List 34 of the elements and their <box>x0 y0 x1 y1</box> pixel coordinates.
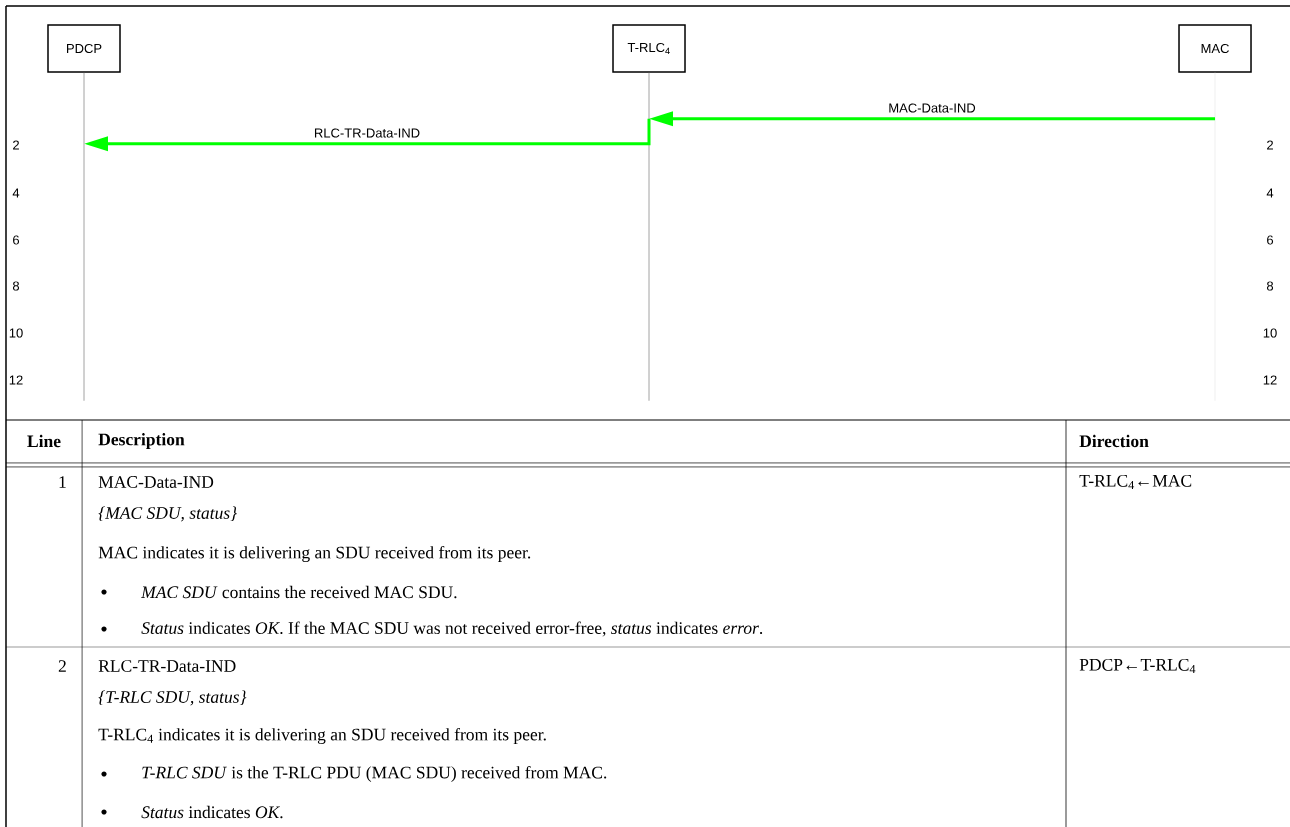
time-tick: 12 <box>1263 375 1277 385</box>
time-tick: 4 <box>1266 188 1274 198</box>
time-tick: 2 <box>1267 140 1273 150</box>
time-tick: 4 <box>12 188 20 198</box>
column-header: Direction <box>1079 434 1149 448</box>
time-tick: 8 <box>1266 281 1274 291</box>
message-name: RLC-TR-Data-IND <box>98 660 236 672</box>
bullet-item: Status indicates OK. If the MAC SDU was not received error-free, status indicates error. <box>141 621 763 637</box>
direction-text: T-RLC$_{4}$←MAC <box>1079 474 1192 490</box>
time-tick: 2 <box>13 140 19 150</box>
direction-text: PDCP←T-RLC$_{4}$ <box>1079 658 1196 674</box>
column-header: Line <box>27 434 61 448</box>
message-label: MAC-Data-IND <box>889 103 976 113</box>
message-name: MAC-Data-IND <box>98 476 214 488</box>
time-tick: 6 <box>13 235 20 245</box>
message-label: RLC-TR-Data-IND <box>315 128 420 138</box>
parameter-list: {T-RLC SDU, status} <box>98 690 247 706</box>
time-tick: 6 <box>1267 235 1274 245</box>
time-tick: 10 <box>9 328 23 338</box>
bullet-item: T-RLC SDU is the T-RLC PDU (MAC SDU) received from MAC. <box>142 766 607 783</box>
time-tick: 8 <box>12 281 20 291</box>
description-text: MAC indicates it is delivering an SDU received from its peer. <box>98 545 531 563</box>
participant-box: MAC <box>1178 24 1252 73</box>
bullet-item: Status indicates OK. <box>141 805 283 819</box>
parameter-list: {MAC SDU, status} <box>98 506 237 522</box>
line-number: 1 <box>59 476 66 488</box>
time-tick: 12 <box>9 375 23 385</box>
description-text: T-RLC$_{4}$ indicates it is delivering an SDU received from its peer. <box>98 727 546 745</box>
line-number: 2 <box>58 660 66 672</box>
participant-box: T-RLC$_{4}$ <box>612 24 686 73</box>
bullet-item: MAC SDU contains the received MAC SDU. <box>141 585 457 599</box>
time-tick: 10 <box>1263 328 1277 338</box>
participant-box: PDCP <box>47 24 121 73</box>
column-header: Description <box>98 433 185 449</box>
